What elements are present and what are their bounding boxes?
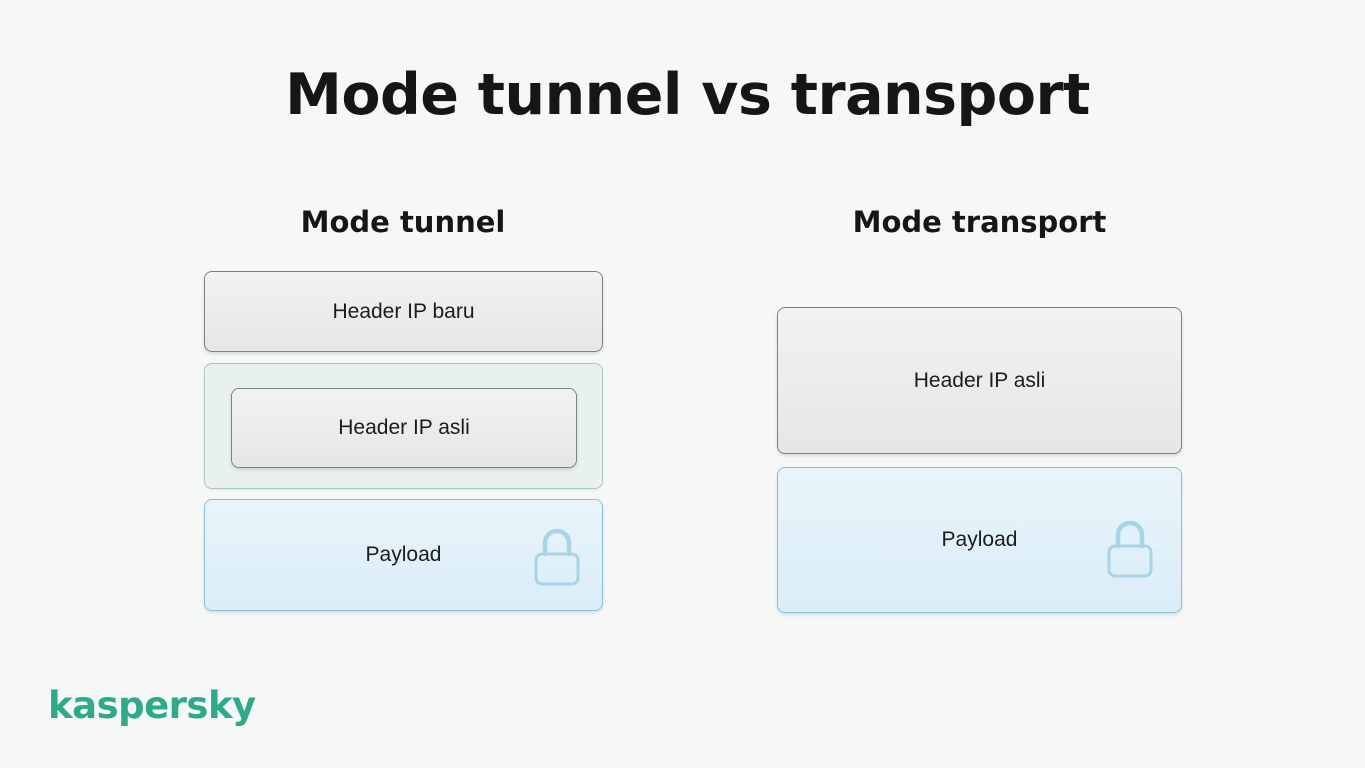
page-title: Mode tunnel vs transport	[285, 62, 1090, 128]
tunnel-mode-heading: Mode tunnel	[300, 205, 506, 239]
transport-original-ip-header-label: Header IP asli	[913, 368, 1046, 392]
tunnel-encapsulated-packet: Header IP asli	[204, 363, 603, 489]
transport-mode-heading: Mode transport	[852, 205, 1107, 239]
transport-payload-label: Payload	[941, 528, 1018, 551]
lock-icon	[534, 528, 580, 586]
tunnel-new-ip-header-label: Header IP baru	[332, 299, 475, 323]
tunnel-new-ip-header: Header IP baru	[204, 271, 603, 352]
tunnel-original-ip-header: Header IP asli	[231, 388, 577, 468]
kaspersky-logo: kaspersky	[48, 684, 256, 727]
tunnel-payload-label: Payload	[365, 543, 442, 566]
transport-original-ip-header: Header IP asli	[777, 307, 1182, 454]
tunnel-original-ip-header-label: Header IP asli	[338, 416, 470, 439]
tunnel-payload: Payload	[204, 499, 603, 611]
lock-icon	[1107, 520, 1153, 578]
transport-payload: Payload	[777, 467, 1182, 613]
